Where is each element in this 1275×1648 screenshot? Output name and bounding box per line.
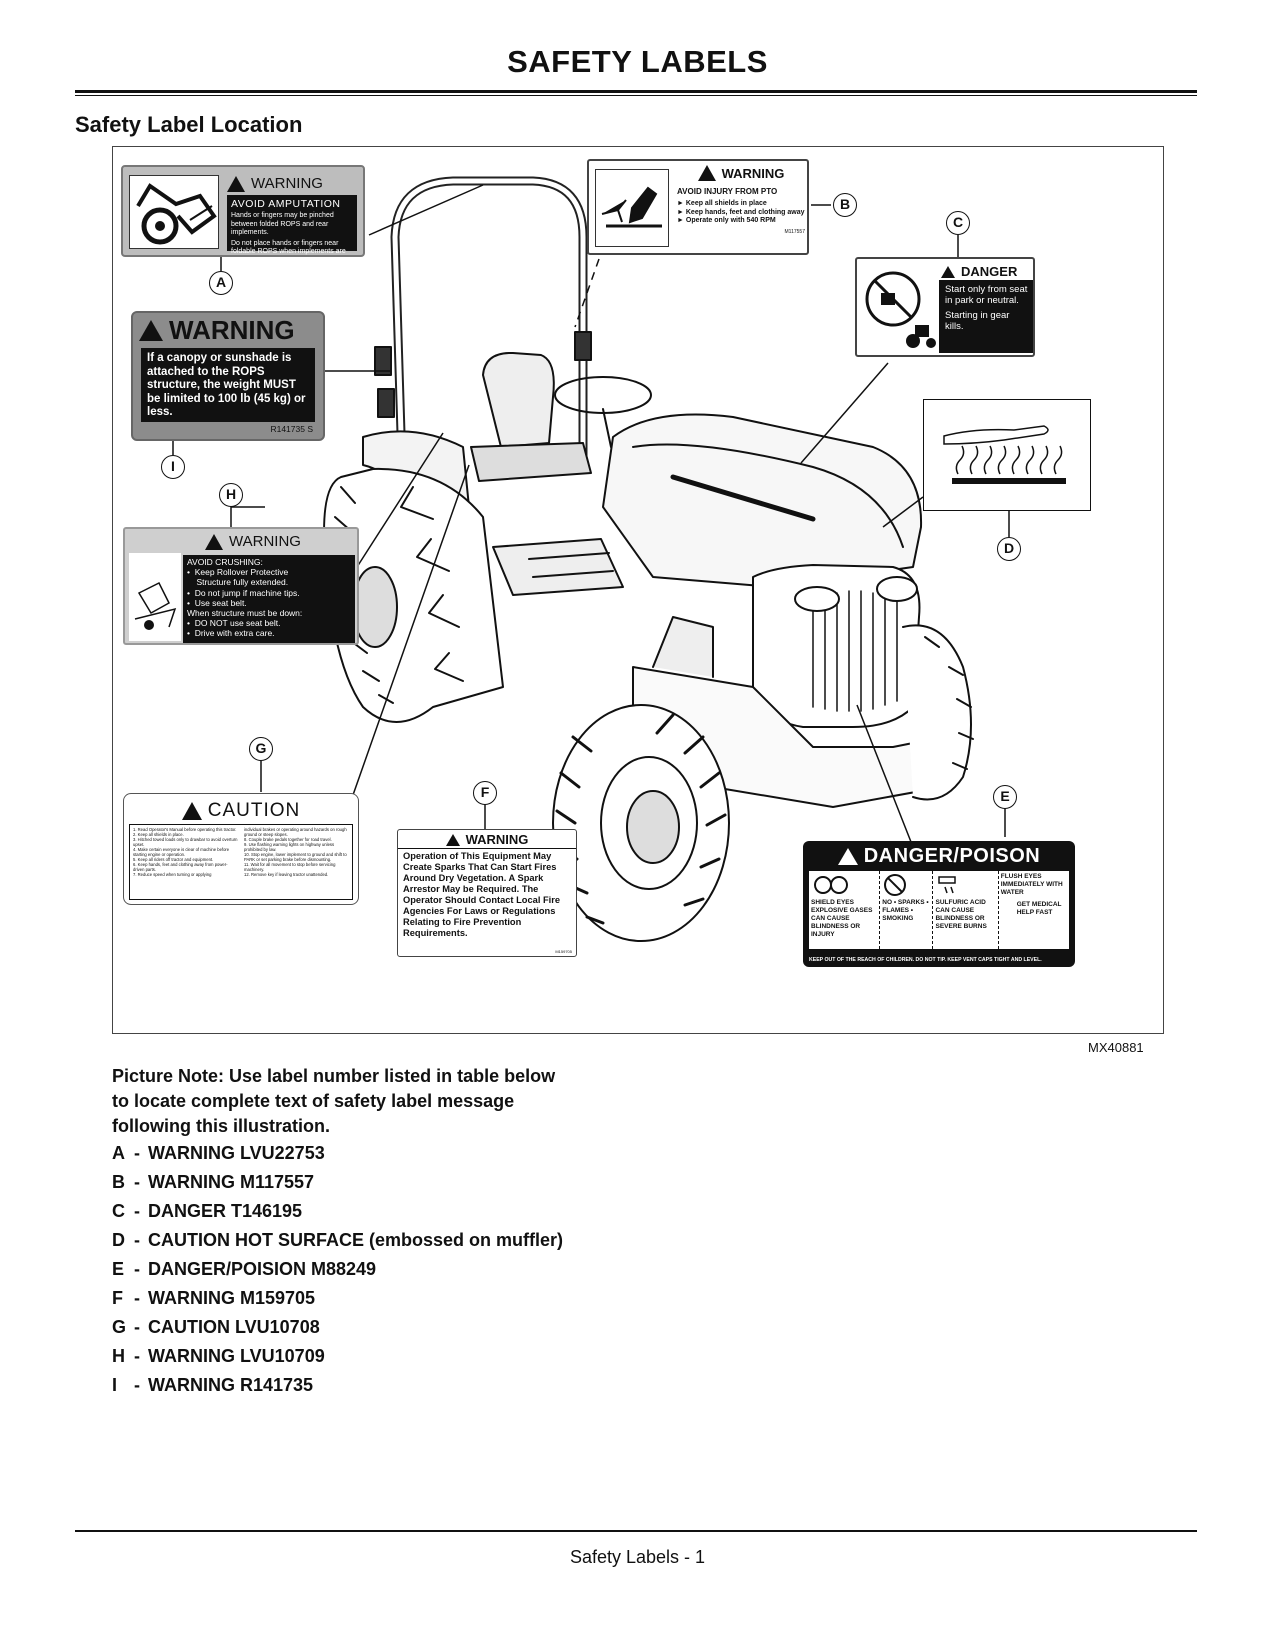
- callout-g: G: [249, 737, 273, 761]
- label-e-header: DANGER/POISON: [807, 845, 1071, 868]
- section-title: Safety Label Location: [75, 112, 303, 137]
- label-h-body: AVOID CRUSHING: • Keep Rollover Protecti…: [183, 555, 355, 643]
- list-item: B-WARNING M117557: [112, 1172, 315, 1192]
- no-smoking-icon: [882, 873, 930, 899]
- safety-label-location-figure: WARNING AVOID AMPUTATION Hands or finger…: [112, 146, 1164, 1034]
- acid-icon: [935, 873, 995, 899]
- label-f-spark-warning: WARNING Operation of This Equipment May …: [397, 829, 577, 957]
- label-e-footer: KEEP OUT OF THE REACH OF CHILDREN. DO NO…: [809, 957, 1042, 963]
- label-a-line1: Hands or fingers may be pinched between …: [231, 212, 334, 236]
- caution-triangle-icon: [181, 802, 202, 820]
- label-b-code: M117557: [784, 228, 805, 235]
- callout-e: E: [993, 785, 1017, 809]
- label-h-line: When structure must be down:: [187, 608, 303, 619]
- label-e-col-no-sparks: NO • SPARKS • FLAMES • SMOKING: [880, 871, 934, 949]
- label-h-line: • DO NOT use seat belt.: [187, 618, 281, 629]
- label-c-line1: Start only from seat in park or neutral.: [945, 284, 1028, 306]
- callout-a: A: [209, 271, 233, 295]
- list-item: C-DANGER T146195: [112, 1201, 303, 1221]
- label-f-header: WARNING: [398, 830, 576, 849]
- list-item: E-DANGER/POISION M88249: [112, 1259, 377, 1279]
- label-h-header: WARNING: [125, 529, 357, 550]
- label-a-line2: Do not place hands or fingers near folda…: [231, 239, 346, 256]
- danger-triangle-icon: [941, 265, 955, 278]
- footer-rule: [75, 1530, 1197, 1532]
- list-item: A-WARNING LVU22753: [112, 1143, 325, 1163]
- figure-id: MX40881: [1088, 1040, 1144, 1055]
- label-b-header: WARNING: [677, 165, 805, 181]
- label-g-col1: 1. Read Operator's Manual before operati…: [133, 827, 238, 877]
- page-title: SAFETY LABELS: [507, 44, 768, 79]
- callout-c: C: [946, 211, 970, 235]
- crushing-pictogram: [129, 553, 181, 641]
- label-a-subheader: AVOID AMPUTATION: [231, 198, 341, 210]
- label-g-header: CAUTION: [124, 794, 358, 822]
- warning-triangle-icon: [227, 175, 245, 192]
- list-item: H-WARNING LVU10709: [112, 1346, 325, 1366]
- label-h-line: • Use seat belt.: [187, 597, 247, 608]
- label-a-avoid-amputation: WARNING AVOID AMPUTATION Hands or finger…: [121, 165, 365, 257]
- warning-triangle-icon: [697, 165, 716, 181]
- pto-pictogram: [595, 169, 669, 247]
- amputation-pictogram: [129, 175, 219, 249]
- callout-f: F: [473, 781, 497, 805]
- label-c-header: DANGER: [939, 263, 1033, 280]
- label-b-subheader: AVOID INJURY FROM PTO: [677, 187, 778, 196]
- start-pictogram: [861, 263, 937, 353]
- list-item: I-WARNING R141735: [112, 1375, 314, 1395]
- list-item: D-CAUTION HOT SURFACE (embossed on muffl…: [112, 1230, 564, 1250]
- label-i-code: R141735 S: [270, 424, 313, 434]
- label-b-item-2: ► Keep hands, feet and clothing away: [677, 208, 805, 216]
- label-f-code: M159705: [555, 949, 572, 954]
- label-b-avoid-injury-pto: WARNING AVOID INJURY FROM PTO ► Keep all…: [587, 159, 809, 255]
- label-c-danger-start: DANGER Start only from seat in park or n…: [855, 257, 1035, 357]
- label-g-col2: individual brakes or operating around ha…: [244, 827, 347, 877]
- callout-i: I: [161, 455, 185, 479]
- warning-triangle-icon: [139, 320, 163, 341]
- callout-h: H: [219, 483, 243, 507]
- label-h-line: • Do not jump if machine tips.: [187, 587, 300, 598]
- goggles-icon: [811, 873, 877, 899]
- warning-triangle-icon: [445, 833, 460, 846]
- label-h-line: • Keep Rollover Protective: [187, 567, 289, 578]
- label-c-line2: Starting in gear kills.: [945, 310, 1010, 332]
- label-i-header: WARNING: [133, 313, 323, 346]
- label-f-body: Operation of This Equipment May Create S…: [403, 851, 561, 938]
- label-i-body: If a canopy or sunshade is attached to t…: [141, 348, 315, 422]
- label-b-item-3: ► Operate only with 540 RPM: [677, 217, 776, 224]
- label-a-header: WARNING: [227, 175, 357, 192]
- label-e-col-flush-eyes: FLUSH EYES IMMEDIATELY WITH WATER GET ME…: [1000, 873, 1063, 916]
- danger-triangle-icon: [837, 848, 858, 865]
- callout-b: B: [833, 193, 857, 217]
- label-b-item-1: ► Keep all shields in place: [677, 200, 767, 207]
- label-h-line: AVOID CRUSHING:: [187, 557, 263, 567]
- label-number-list: A-WARNING LVU22753 B-WARNING M117557 C-D…: [112, 1141, 582, 1402]
- warning-triangle-icon: [205, 533, 223, 550]
- label-h-avoid-crushing: WARNING AVOID CRUSHING: • Keep Rollover …: [123, 527, 359, 645]
- header-rule: [75, 90, 1197, 96]
- label-e-col-acid: SULFURIC ACID CAN CAUSE BLINDNESS OR SEV…: [933, 871, 999, 949]
- label-g-caution: CAUTION 1. Read Operator's Manual before…: [123, 793, 359, 905]
- label-d-hot-surface: [923, 399, 1091, 511]
- label-h-line: Structure fully extended.: [187, 577, 289, 588]
- callout-d: D: [997, 537, 1021, 561]
- picture-note: Picture Note: Use label number listed in…: [112, 1066, 556, 1136]
- label-h-line: • Drive with extra care.: [187, 628, 275, 639]
- label-e-danger-poison: DANGER/POISON SHIELD EYES EXPLOSIVE GASE…: [803, 841, 1075, 967]
- list-item: F-WARNING M159705: [112, 1288, 316, 1308]
- hot-surface-icon: [943, 425, 1066, 484]
- list-item: G-CAUTION LVU10708: [112, 1317, 320, 1337]
- page-footer: Safety Labels - 1: [569, 1547, 706, 1567]
- label-i-canopy-warning: WARNING If a canopy or sunshade is attac…: [131, 311, 325, 441]
- label-e-col-shield-eyes: SHIELD EYES EXPLOSIVE GASES CAN CAUSE BL…: [809, 871, 881, 949]
